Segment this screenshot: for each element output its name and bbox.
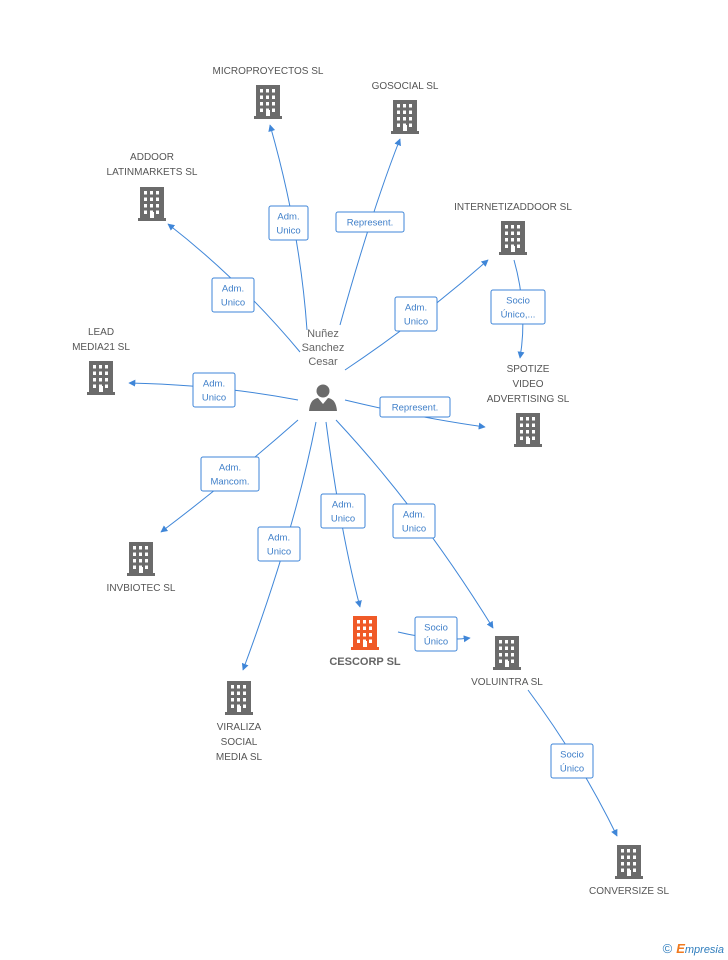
edge-label-text: Unico bbox=[402, 524, 426, 535]
empresia-brand: ©Empresia bbox=[663, 941, 724, 956]
edge-label-gosocial[interactable]: Represent. bbox=[335, 211, 405, 233]
edge-label-box bbox=[200, 456, 260, 492]
edge-label-text: Adm. bbox=[403, 510, 425, 521]
company-name-line: LATINMARKETS SL bbox=[107, 167, 198, 178]
company-name-line: CESCORP SL bbox=[329, 656, 401, 668]
edge-label-lead[interactable]: Adm. Unico bbox=[192, 372, 236, 408]
company-name-line: ADVERTISING SL bbox=[487, 394, 570, 405]
edge-label-cescorp[interactable]: Adm. Unico bbox=[320, 493, 366, 529]
edge-label-text: Unico bbox=[221, 298, 245, 309]
edge-label-box bbox=[320, 493, 366, 529]
edge-label-text: Unico bbox=[276, 226, 300, 237]
edge-label-text: Unico bbox=[404, 317, 428, 328]
company-name-line: SPOTIZE bbox=[507, 364, 550, 375]
building-icon[interactable] bbox=[254, 85, 282, 119]
brand-initial: E bbox=[676, 941, 685, 956]
edge-label-addoor[interactable]: Adm. Unico bbox=[211, 277, 255, 313]
building-icon[interactable] bbox=[615, 845, 643, 879]
company-node-microproyectos[interactable]: MICROPROYECTOS SL bbox=[213, 66, 324, 119]
brand-name: mpresia bbox=[684, 944, 724, 956]
edge-label-invbiotec[interactable]: Adm. Mancom. bbox=[200, 456, 260, 492]
edge-label-text: Adm. bbox=[277, 212, 299, 223]
edge-label-box bbox=[550, 743, 594, 779]
company-node-cescorp[interactable]: CESCORP SL bbox=[329, 616, 401, 668]
edge-label-internetizaddoor[interactable]: Adm. Unico bbox=[394, 296, 438, 332]
edge-label-text: Socio bbox=[560, 750, 584, 761]
edge-label-text: Adm. bbox=[332, 500, 354, 511]
building-icon[interactable] bbox=[225, 681, 253, 715]
building-icon[interactable] bbox=[138, 187, 166, 221]
building-icon[interactable] bbox=[391, 100, 419, 134]
person-icon bbox=[309, 384, 337, 411]
company-name-line: SOCIAL bbox=[221, 737, 258, 748]
edge-label-viraliza[interactable]: Adm. Unico bbox=[257, 526, 301, 562]
company-name-line: ADDOOR bbox=[130, 152, 174, 163]
building-icon[interactable] bbox=[87, 361, 115, 395]
edge-label-box bbox=[394, 296, 438, 332]
building-icon[interactable] bbox=[351, 616, 379, 650]
edge-label-box bbox=[379, 396, 451, 418]
company-name-line: LEAD bbox=[88, 327, 114, 338]
person-name-line: Sanchez bbox=[302, 342, 345, 354]
copyright-symbol: © bbox=[662, 941, 673, 956]
company-node-spotize[interactable]: SPOTIZE VIDEO ADVERTISING SL bbox=[487, 364, 570, 447]
edge-label-box bbox=[192, 372, 236, 408]
edge-label-text: Represent. bbox=[347, 218, 393, 229]
edge-label-text: Único bbox=[560, 764, 584, 775]
company-name-line: MICROPROYECTOS SL bbox=[213, 66, 324, 77]
building-icon[interactable] bbox=[127, 542, 155, 576]
company-name-line: GOSOCIAL SL bbox=[372, 81, 439, 92]
person-name-line: Nuñez bbox=[307, 328, 339, 340]
edge-label-text: Adm. bbox=[219, 463, 241, 474]
company-node-voluintra[interactable]: VOLUINTRA SL bbox=[471, 636, 543, 688]
edge-label-text: Unico bbox=[267, 547, 291, 558]
edge-label-text: Adm. bbox=[405, 303, 427, 314]
company-node-gosocial[interactable]: GOSOCIAL SL bbox=[372, 81, 439, 134]
person-name-line: Cesar bbox=[308, 356, 338, 368]
edge-label-box bbox=[268, 205, 309, 241]
edge-label-spotize[interactable]: Represent. bbox=[379, 396, 451, 418]
edge-label-box bbox=[490, 289, 546, 325]
edge-label-text: Adm. bbox=[268, 533, 290, 544]
edge-label-text: Socio bbox=[424, 623, 448, 634]
company-node-internetizaddoor[interactable]: INTERNETIZADDOOR SL bbox=[454, 202, 572, 255]
edge-label-microproyectos[interactable]: Adm. Unico bbox=[268, 205, 309, 241]
building-icon[interactable] bbox=[499, 221, 527, 255]
building-icon[interactable] bbox=[493, 636, 521, 670]
edge-label-box bbox=[392, 503, 436, 539]
edge-label-text: Único,... bbox=[501, 310, 536, 321]
company-name-line: INTERNETIZADDOOR SL bbox=[454, 202, 572, 213]
company-name-line: MEDIA21 SL bbox=[72, 342, 130, 353]
edge-label-box bbox=[211, 277, 255, 313]
company-node-viraliza[interactable]: VIRALIZA SOCIAL MEDIA SL bbox=[216, 681, 263, 763]
edge-label-text: Adm. bbox=[222, 284, 244, 295]
edge-label-text: Mancom. bbox=[210, 477, 249, 488]
company-name-line: CONVERSIZE SL bbox=[589, 886, 669, 897]
edge-label-internetizaddoor-spotize[interactable]: SocioÚnico,... bbox=[490, 289, 546, 325]
edge-label-voluintra[interactable]: Adm. Unico bbox=[392, 503, 436, 539]
edge-label-text: Adm. bbox=[203, 379, 225, 390]
company-name-line: MEDIA SL bbox=[216, 752, 263, 763]
edge-label-box bbox=[257, 526, 301, 562]
company-name-line: VIRALIZA bbox=[217, 722, 262, 733]
company-name-line: INVBIOTEC SL bbox=[107, 583, 176, 594]
building-icon[interactable] bbox=[514, 413, 542, 447]
edge-label-text: Socio bbox=[506, 296, 530, 307]
company-name-line: VOLUINTRA SL bbox=[471, 677, 543, 688]
edge-label-text: Represent. bbox=[392, 403, 438, 414]
edge-label-box bbox=[335, 211, 405, 233]
company-name-line: VIDEO bbox=[512, 379, 543, 390]
company-node-addoor[interactable]: ADDOOR LATINMARKETS SL bbox=[107, 152, 198, 221]
edge-label-text: Unico bbox=[202, 393, 226, 404]
company-node-lead[interactable]: LEAD MEDIA21 SL bbox=[72, 327, 130, 395]
edge-label-box bbox=[414, 616, 458, 652]
company-node-invbiotec[interactable]: INVBIOTEC SL bbox=[107, 542, 176, 594]
edge-label-text: Unico bbox=[331, 514, 355, 525]
company-node-conversize[interactable]: CONVERSIZE SL bbox=[589, 845, 669, 897]
edge-label-text: Único bbox=[424, 637, 448, 648]
